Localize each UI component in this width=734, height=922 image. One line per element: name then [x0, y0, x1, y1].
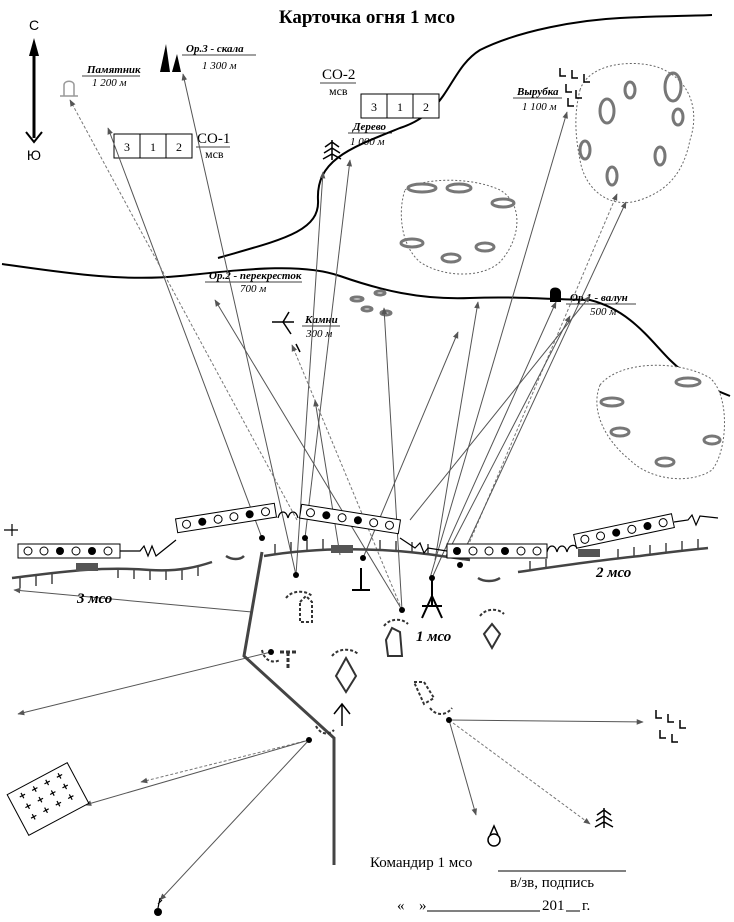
svg-text:мсв: мсв: [329, 84, 348, 98]
landmark-tree: Дерево 1 000 м: [348, 121, 392, 148]
svg-text:Дерево: Дерево: [352, 121, 387, 133]
forest-area-north: [575, 63, 695, 204]
sector-table-1: 3 1 2 СО-1 мсв: [113, 131, 230, 161]
road-middle: [1, 263, 731, 397]
landmark-boulder: Ор.1 - валун 500 м: [566, 292, 636, 318]
stones-mark-icon: [272, 311, 301, 353]
svg-text:1 200 м: 1 200 м: [92, 77, 127, 89]
svg-text:Ор.1 - валун: Ор.1 - валун: [570, 292, 628, 304]
svg-text:700 м: 700 м: [240, 283, 266, 295]
tree-icon-south: [594, 808, 614, 828]
road-north: [217, 14, 713, 259]
monument-icon: [60, 80, 78, 97]
stumps-icon-south: [655, 710, 686, 743]
stumps-icon: [559, 68, 590, 107]
compass-north: С: [29, 17, 39, 33]
svg-text:3: 3: [124, 140, 130, 154]
compass-arrow-icon: [29, 38, 39, 56]
svg-text:Вырубка: Вырубка: [516, 86, 559, 98]
minefield-strip-3: [298, 503, 402, 535]
unit-label-1: 1 мсо: [416, 629, 451, 645]
rock-icon: [160, 44, 181, 72]
minefield-strip-4: [446, 543, 548, 559]
svg-text:1: 1: [150, 140, 156, 154]
svg-text:1 100 м: 1 100 м: [522, 101, 557, 113]
svg-text:1: 1: [397, 100, 403, 114]
minefield-area-icon: [6, 762, 90, 836]
wire-obstacles: [4, 511, 719, 558]
landmark-crossroads: Ор.2 - перекресток 700 м: [205, 270, 302, 295]
svg-text:г.: г.: [582, 898, 590, 914]
svg-text:Памятник: Памятник: [86, 64, 141, 76]
positions: [259, 535, 505, 743]
svg-text:Ор.2 - перекресток: Ор.2 - перекресток: [209, 270, 302, 282]
forest-area-south: [596, 364, 725, 480]
unit-label-3: 3 мсо: [76, 591, 112, 607]
signature-sub: в/зв, подпись: [510, 875, 594, 891]
svg-text:«: «: [397, 898, 405, 914]
commander-label: Командир 1 мсо: [370, 855, 472, 871]
svg-text:2: 2: [176, 140, 182, 154]
minefield-strip-5: [573, 513, 675, 549]
svg-text:СО-1: СО-1: [197, 131, 230, 147]
svg-text:1 300 м: 1 300 м: [202, 60, 237, 72]
svg-text:мсв: мсв: [205, 147, 224, 161]
minefield-strip-2: [174, 502, 278, 534]
signature-block: Командир 1 мсо в/зв, подпись « » 201 г.: [370, 855, 626, 914]
svg-text:Ор.3 - скала: Ор.3 - скала: [186, 43, 244, 55]
landmark-rock: Ор.3 - скала 1 300 м: [182, 43, 256, 72]
fire-sector-lines: [13, 73, 644, 901]
tree-icon: [322, 140, 342, 160]
svg-text:1 000 м: 1 000 м: [350, 136, 385, 148]
landmark-clearing: Вырубка 1 100 м: [513, 86, 562, 113]
minefield-strip-1: [17, 543, 121, 559]
map-title: Карточка огня 1 мсо: [279, 7, 455, 28]
svg-text:»: »: [419, 898, 427, 914]
forest-area-middle: [399, 179, 518, 275]
stones-icon: [349, 289, 393, 317]
landmark-monument: Памятник 1 200 м: [82, 64, 141, 89]
svg-text:Камни: Камни: [304, 314, 338, 326]
unit-label-2: 2 мсо: [595, 565, 631, 581]
svg-text:500 м: 500 м: [590, 306, 616, 318]
svg-text:2: 2: [423, 100, 429, 114]
bottom-arrow-icon: [154, 897, 163, 916]
svg-text:201: 201: [542, 898, 565, 914]
landmark-stones: Камни 300 м: [302, 314, 340, 340]
svg-text:300 м: 300 м: [305, 328, 332, 340]
observation-post-icon: [487, 824, 501, 847]
compass: С Ю: [25, 17, 43, 163]
defensive-line: [11, 539, 709, 588]
svg-text:3: 3: [371, 100, 377, 114]
boulder-icon: [550, 287, 561, 302]
sector-table-2: 3 1 2 СО-2 мсв: [320, 67, 440, 119]
compass-south: Ю: [27, 147, 41, 163]
svg-text:СО-2: СО-2: [322, 67, 355, 83]
unit-boundary: [242, 551, 336, 865]
